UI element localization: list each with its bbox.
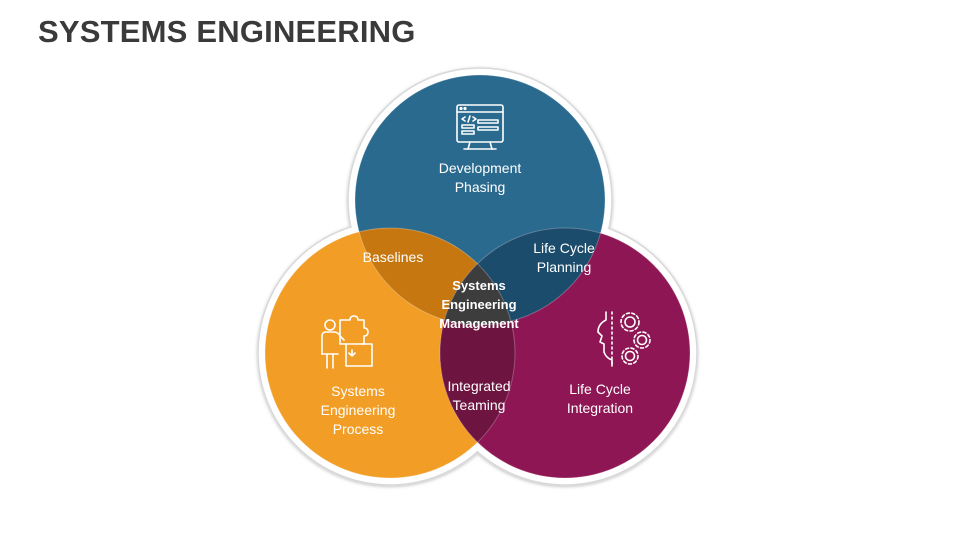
life-cycle-planning-label-line1: Life Cycle [533,240,595,256]
person-puzzle-icon [321,315,373,369]
overlap-baselines [355,228,515,325]
center-label-line3: Management [439,316,519,331]
integrated-teaming-label-line1: Integrated [447,378,510,394]
life-cycle-integration-label-line1: Life Cycle [569,381,631,397]
center-label-line2: Engineering [441,297,516,312]
systems-engineering-process-label-line1: Systems [331,383,385,399]
life-cycle-integration-label-line2: Integration [567,400,633,416]
overlap-life-cycle-planning [440,228,605,325]
head-gears-icon [597,311,651,367]
integrated-teaming-label-line2: Teaming [453,397,506,413]
systems-engineering-process-label-line3: Process [333,421,384,437]
code-monitor-icon [456,104,504,150]
development-phasing-label-line1: Development [439,160,522,176]
development-phasing-label-line2: Phasing [455,179,506,195]
systems-engineering-process-label-line2: Engineering [321,402,396,418]
baselines-label: Baselines [363,249,424,265]
page-title: SYSTEMS ENGINEERING [38,14,416,49]
life-cycle-planning-label-line2: Planning [537,259,592,275]
center-label-line1: Systems [452,278,505,293]
